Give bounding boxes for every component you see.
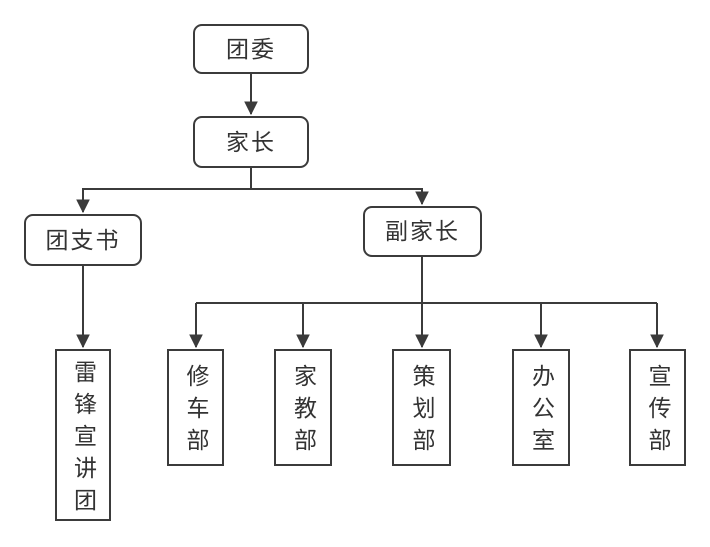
node-committee-label: 团委 — [226, 35, 276, 62]
node-head: 家长 — [193, 116, 309, 168]
node-planning-dept-label: 策划部 — [409, 364, 435, 460]
edge-head-deputy — [251, 188, 429, 206]
node-leifeng-group-label: 雷锋宣讲团 — [70, 359, 97, 520]
node-secretary-label: 团支书 — [45, 226, 121, 253]
node-repair-dept-label: 修车部 — [183, 364, 209, 460]
node-leifeng-group: 雷锋宣讲团 — [55, 349, 111, 521]
node-head-label: 家长 — [226, 128, 276, 155]
node-deputy: 副家长 — [363, 206, 482, 257]
node-committee: 团委 — [193, 24, 309, 74]
node-planning-dept: 策划部 — [392, 349, 451, 466]
node-tutoring-dept-label: 家教部 — [290, 364, 317, 460]
node-publicity-dept: 宣传部 — [629, 349, 686, 466]
node-publicity-dept-label: 宣传部 — [645, 364, 671, 460]
node-secretary: 团支书 — [24, 214, 142, 266]
node-repair-dept: 修车部 — [167, 349, 224, 466]
node-office: 办公室 — [512, 349, 570, 466]
node-deputy-label: 副家长 — [385, 218, 460, 244]
node-office-label: 办公室 — [528, 364, 555, 460]
edge-head-secretary — [76, 168, 252, 214]
node-tutoring-dept: 家教部 — [274, 349, 332, 466]
